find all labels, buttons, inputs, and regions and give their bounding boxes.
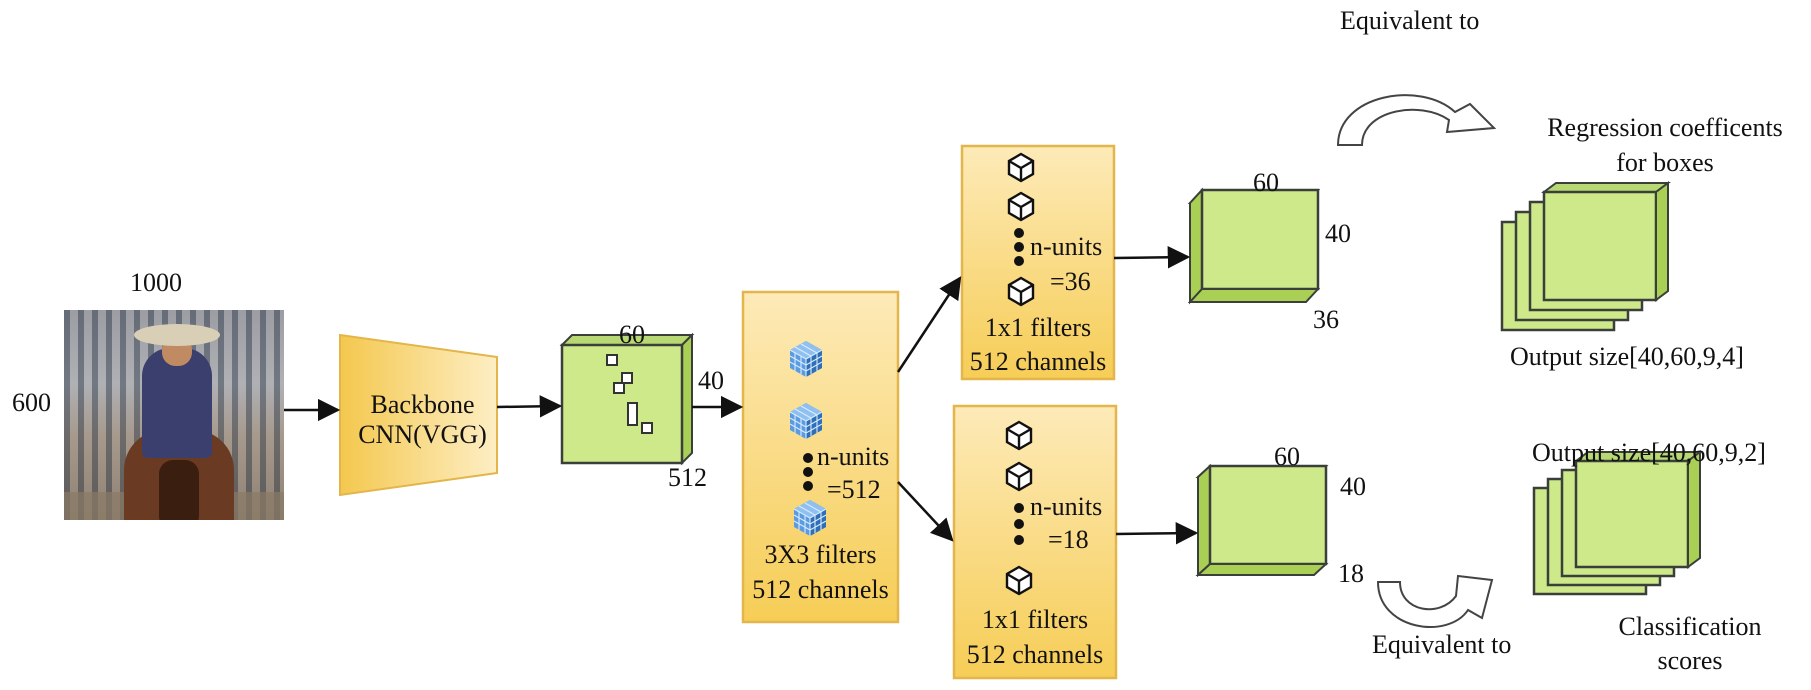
backbone-label-1: Backbone bbox=[370, 390, 475, 419]
cls-output-height-label: 40 bbox=[1340, 472, 1366, 501]
ellipsis-dot bbox=[1014, 519, 1024, 529]
arrow-cls-to-output bbox=[1115, 522, 1199, 545]
arrow-conv-to-cls bbox=[897, 481, 954, 542]
cls-stacked-output bbox=[1532, 450, 1703, 596]
conv-channels-label: 512 channels bbox=[752, 575, 889, 604]
backbone-block bbox=[339, 333, 498, 497]
feature-map-box bbox=[559, 332, 695, 466]
ellipsis-dot bbox=[803, 481, 813, 491]
white-filter-cube-icon bbox=[1005, 565, 1033, 596]
cls-title-line2: scores bbox=[1657, 646, 1723, 675]
reg-channels-label: 512 channels bbox=[969, 347, 1107, 376]
ellipsis-dot bbox=[1014, 228, 1024, 238]
cls-filters-label: 1x1 filters bbox=[981, 605, 1089, 634]
conv-filters-label: 3X3 filters bbox=[764, 540, 877, 569]
reg-nunits-value: =36 bbox=[1050, 267, 1091, 296]
arrow-conv-to-reg bbox=[896, 276, 962, 373]
featuremap-depth-label: 512 bbox=[668, 463, 707, 492]
cls-nunits-label: n-units bbox=[1030, 492, 1103, 521]
cls-output-size-label: Output size[40,60,9,2] bbox=[1532, 438, 1766, 467]
arrow-reg-to-output bbox=[1113, 246, 1191, 269]
white-filter-cube-icon bbox=[1005, 461, 1033, 492]
cls-channels-label: 512 channels bbox=[966, 640, 1104, 669]
ellipsis-dot bbox=[803, 453, 813, 463]
ellipsis-dot bbox=[1014, 256, 1024, 266]
conv3x3-block bbox=[741, 290, 900, 624]
reg-filters-label: 1x1 filters bbox=[984, 313, 1092, 342]
cls-nunits-value: =18 bbox=[1048, 525, 1089, 554]
curved-arrow-icon bbox=[1376, 574, 1494, 628]
ellipsis-dot bbox=[1014, 535, 1024, 545]
backbone-label-2: CNN(VGG) bbox=[358, 420, 487, 449]
reg-output-width-label: 60 bbox=[1253, 168, 1279, 197]
featuremap-width-label: 60 bbox=[619, 320, 645, 349]
reg-1x1-block bbox=[960, 144, 1116, 381]
ellipsis-dot bbox=[1014, 503, 1024, 513]
white-filter-cube-icon bbox=[1007, 152, 1035, 183]
ellipsis-dot bbox=[803, 467, 813, 477]
white-filter-cube-icon bbox=[1005, 420, 1033, 451]
reg-equivalent-label: Equivalent to bbox=[1340, 6, 1480, 35]
cls-output-width-label: 60 bbox=[1274, 442, 1300, 471]
cls-title-line1: Classification bbox=[1618, 612, 1762, 641]
reg-stacked-output bbox=[1500, 181, 1671, 332]
curved-arrow-icon bbox=[1336, 94, 1497, 146]
cls-1x1-block bbox=[952, 404, 1118, 680]
arrow-backbone-to-featuremap bbox=[496, 395, 563, 418]
reg-title-line1: Regression coefficents bbox=[1547, 113, 1783, 142]
white-filter-cube-icon bbox=[1007, 276, 1035, 307]
input-height-label: 600 bbox=[12, 388, 51, 417]
white-filter-cube-icon bbox=[1007, 191, 1035, 222]
reg-output-box bbox=[1187, 187, 1321, 305]
cls-equivalent-label: Equivalent to bbox=[1372, 630, 1512, 659]
featuremap-height-label: 40 bbox=[698, 366, 724, 395]
input-width-label: 1000 bbox=[130, 268, 182, 297]
reg-output-height-label: 40 bbox=[1325, 219, 1351, 248]
conv-nunits-label: n-units bbox=[817, 442, 890, 471]
cls-output-box bbox=[1195, 463, 1329, 578]
reg-output-depth-label: 36 bbox=[1313, 305, 1339, 334]
reg-title-line2: for boxes bbox=[1616, 148, 1714, 177]
reg-nunits-label: n-units bbox=[1030, 232, 1103, 261]
reg-output-size-label: Output size[40,60,9,4] bbox=[1510, 342, 1744, 371]
conv-nunits-value: =512 bbox=[827, 475, 881, 504]
cls-output-depth-label: 18 bbox=[1338, 559, 1364, 588]
ellipsis-dot bbox=[1014, 242, 1024, 252]
input-image bbox=[64, 310, 284, 520]
